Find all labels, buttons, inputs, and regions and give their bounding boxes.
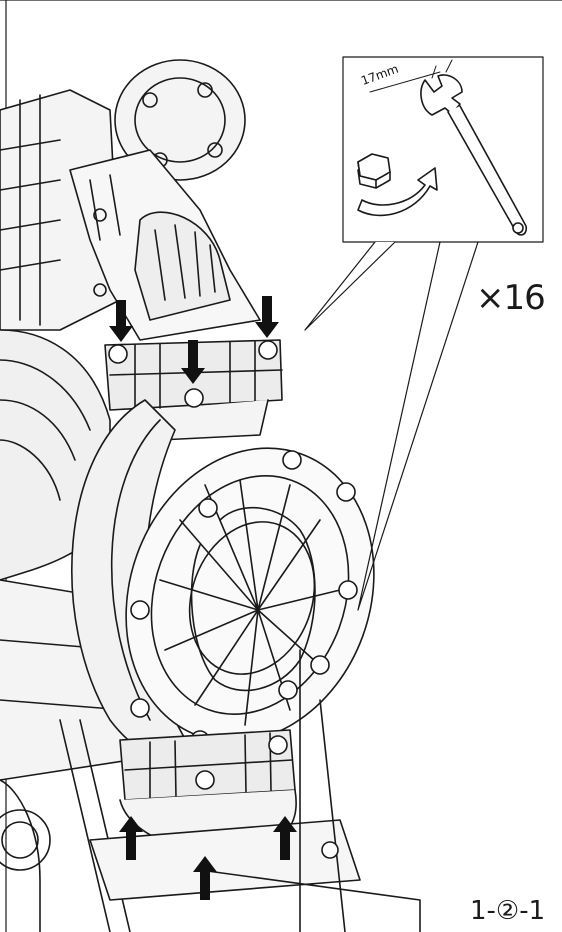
arrow-up-icon	[193, 856, 217, 900]
arrow-down-icon	[255, 296, 279, 338]
arrow-down-icon	[181, 340, 205, 384]
bolt-arrows	[109, 296, 297, 900]
outer-cover	[125, 447, 375, 750]
manifold-elbow	[69, 149, 261, 341]
arrow-down-icon	[109, 300, 133, 342]
cover-bolts	[130, 450, 358, 750]
base-frame	[89, 649, 421, 932]
step-label: 1-②-1	[470, 896, 546, 926]
arrow-up-icon	[273, 816, 297, 860]
arrow-up-icon	[119, 816, 143, 860]
upper-bolts	[108, 340, 278, 408]
bolt-head-icon	[357, 153, 391, 189]
wrench-icon	[369, 59, 528, 236]
quantity-label: ×16	[476, 278, 546, 318]
rotate-arrow-icon	[357, 167, 438, 217]
